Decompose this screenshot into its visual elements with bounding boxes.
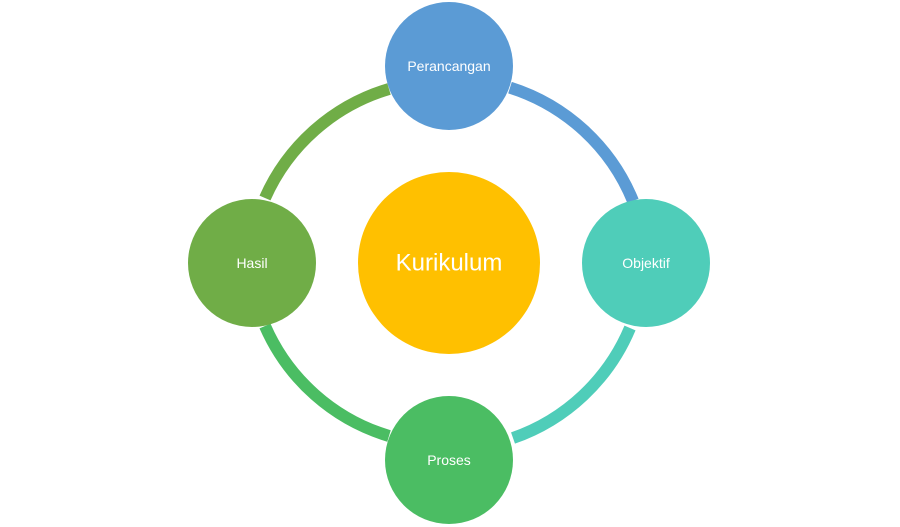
- node-label-proses: Proses: [427, 452, 471, 468]
- arc-hasil-perancangan: [259, 83, 391, 201]
- center-circle: [358, 172, 540, 354]
- arc-perancangan-objektif: [508, 81, 639, 204]
- arc-objektif-proses: [511, 325, 636, 444]
- connector-arcs: [259, 81, 639, 444]
- node-label-hasil: Hasil: [236, 255, 267, 271]
- center-label: Kurikulum: [396, 250, 503, 277]
- node-objektif: Objektif: [582, 199, 710, 327]
- node-circle-objektif: [582, 199, 710, 327]
- node-label-perancangan: Perancangan: [407, 58, 490, 74]
- node-circle-perancangan: [385, 2, 513, 130]
- center-node-kurikulum: Kurikulum: [358, 172, 540, 354]
- node-label-objektif: Objektif: [622, 255, 670, 271]
- node-proses: Proses: [385, 396, 513, 524]
- node-circle-hasil: [188, 199, 316, 327]
- arc-proses-hasil: [259, 323, 391, 442]
- node-circle-proses: [385, 396, 513, 524]
- node-perancangan: Perancangan: [385, 2, 513, 130]
- node-hasil: Hasil: [188, 199, 316, 327]
